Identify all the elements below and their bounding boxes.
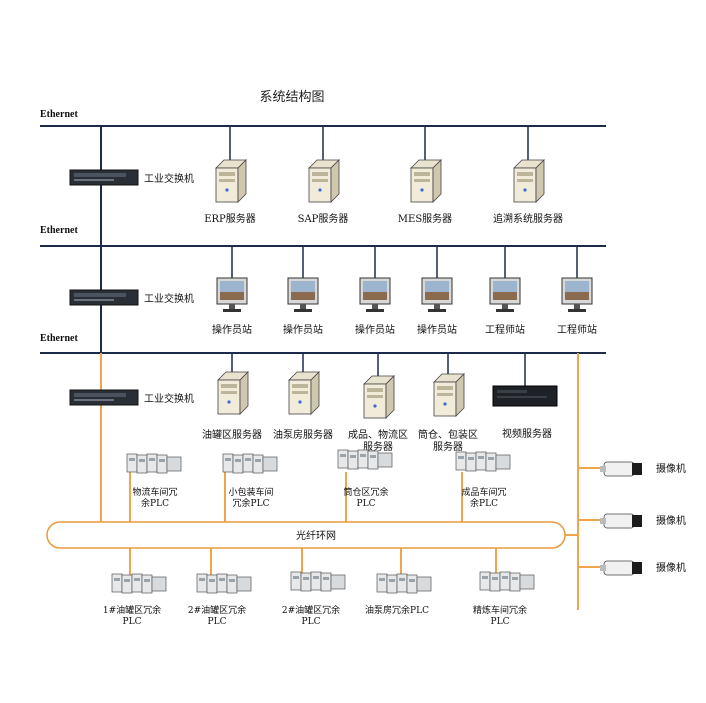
server-icon (288, 371, 320, 415)
workstation-icon (359, 277, 391, 312)
workstation-icon (561, 277, 593, 312)
plc-icon (111, 573, 167, 594)
ethernet-label: Ethernet (40, 333, 78, 344)
server-label: SAP服务器 (298, 212, 349, 225)
plc-label: 油泵房冗余PLC (365, 604, 429, 616)
industrial-switch: 工业交换机 (69, 289, 194, 306)
plc-label: 物流车间冗余PLC (132, 486, 177, 509)
server-icon (215, 159, 247, 203)
workstation-label: 操作员站 (417, 323, 457, 336)
industrial-switch: 工业交换机 (69, 389, 194, 406)
workstation-icon (216, 277, 248, 312)
workstation-label: 操作员站 (212, 323, 252, 336)
switch-label: 工业交换机 (144, 392, 194, 405)
servers-mid: 油罐区服务器油泵房服务器 成品、物流区服务器筒仓、包装区服务器 视频服务器 (202, 371, 558, 453)
camera-label: 摄像机 (656, 514, 686, 527)
camera-label: 摄像机 (656, 561, 686, 574)
video-server-icon (492, 385, 558, 407)
workstations: 操作员站 操作员站 操作员站 操作员站 工程师站 工程师站 (212, 277, 597, 336)
plc-label: 成品车间冗余PLC (461, 486, 506, 509)
server-icon (217, 371, 249, 415)
plc-icon (290, 571, 346, 592)
server-drops-mid (231, 353, 526, 386)
workstation-label: 工程师站 (485, 323, 525, 336)
industrial-switch: 工业交换机 (69, 169, 194, 186)
server-icon (433, 373, 465, 417)
workstation-icon (287, 277, 319, 312)
workstation-drops (231, 246, 578, 278)
workstation-icon (489, 277, 521, 312)
server-label: 筒仓、包装区服务器 (418, 428, 478, 453)
server-icon (410, 159, 442, 203)
server-icon (513, 159, 545, 203)
camera-icon (600, 461, 642, 477)
workstation-icon (421, 277, 453, 312)
switch-label: 工业交换机 (144, 292, 194, 305)
server-icon (363, 375, 395, 419)
server-drops-top (229, 126, 529, 160)
camera-label: 摄像机 (656, 462, 686, 475)
server-icon (308, 159, 340, 203)
servers-top: ERP服务器 SAP服务器 MES服务器 追溯系统服务器 (204, 159, 563, 225)
server-label: MES服务器 (398, 212, 452, 225)
plc-icon (126, 453, 182, 474)
plc-icon (376, 573, 432, 594)
plc-label: 小包装车间冗余PLC (228, 486, 273, 509)
server-label: ERP服务器 (204, 212, 256, 225)
fiber-ring (46, 521, 566, 549)
server-label: 追溯系统服务器 (493, 212, 563, 225)
plc-icon (337, 449, 393, 470)
server-label: 视频服务器 (502, 427, 552, 440)
ethernet-label: Ethernet (40, 109, 78, 120)
ethernet-label: Ethernet (40, 225, 78, 236)
camera-icon (600, 513, 642, 529)
workstation-label: 操作员站 (355, 323, 395, 336)
plc-icon (222, 453, 278, 474)
fiber-links (100, 353, 600, 610)
diagram-title: 系统结构图 (259, 90, 324, 105)
fiber-ring-label: 光纤环网 (296, 529, 336, 542)
workstation-label: 操作员站 (283, 323, 323, 336)
switch-label: 工业交换机 (144, 172, 194, 185)
server-label: 油泵房服务器 (273, 428, 333, 441)
camera-icon (600, 560, 642, 576)
plc-icon (196, 573, 252, 594)
workstation-label: 工程师站 (557, 323, 597, 336)
server-label: 成品、物流区服务器 (348, 428, 408, 453)
plc-icon (455, 451, 511, 472)
server-label: 油罐区服务器 (202, 428, 262, 441)
plc-icon (479, 571, 535, 592)
